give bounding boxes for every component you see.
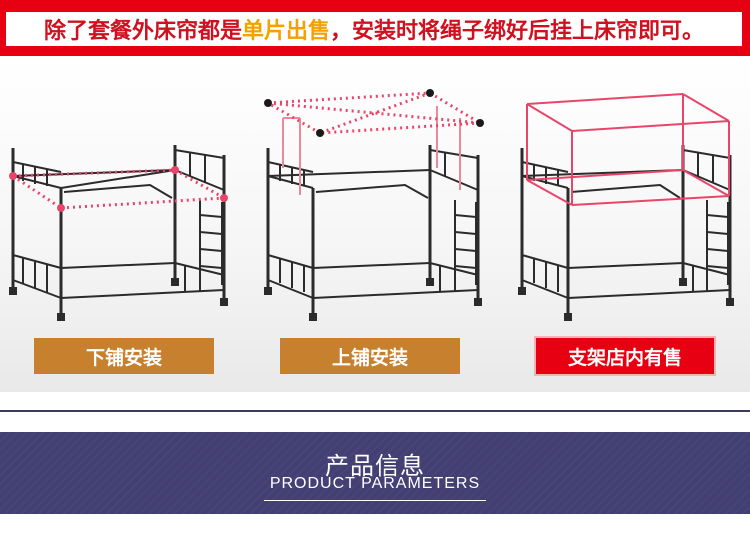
- rope-knot-dots: [264, 89, 484, 137]
- section-title: 产品信息: [325, 452, 425, 480]
- bunk-bed-upper-install-illustration: [264, 89, 484, 321]
- label-lower-bunk-install: 下铺安装: [34, 338, 214, 374]
- bunk-bed-illustrations: [9, 89, 734, 321]
- section-subtitle: PRODUCT PARAMETERS: [269, 475, 481, 492]
- subtitle-underline: [264, 500, 486, 501]
- rope-knot-dots: [9, 166, 228, 212]
- rope-line: [12, 168, 225, 210]
- section-divider: [0, 410, 750, 412]
- support-frame: [526, 93, 730, 206]
- bunk-bed-lower-install-illustration: [9, 145, 228, 321]
- banner-text-end: ，安装时将绳子绑好后挂上床帘即可。: [330, 19, 705, 44]
- banner-text-start: 除了套餐外床帘都是: [43, 19, 242, 44]
- support-poles: [282, 106, 461, 195]
- installation-diagram-area: [0, 56, 750, 392]
- bunk-bed-support-frame-illustration: [518, 93, 734, 321]
- label-support-frame-sold: 支架店内有售: [534, 336, 716, 376]
- rope-line: [267, 91, 481, 135]
- label-upper-bunk-install: 上铺安装: [280, 338, 460, 374]
- banner-notice: 除了套餐外床帘都是单片出售，安装时将绳子绑好后挂上床帘即可。: [6, 12, 742, 46]
- banner-text-highlight: 单片出售: [241, 19, 330, 44]
- top-banner: 除了套餐外床帘都是单片出售，安装时将绳子绑好后挂上床帘即可。: [0, 0, 750, 56]
